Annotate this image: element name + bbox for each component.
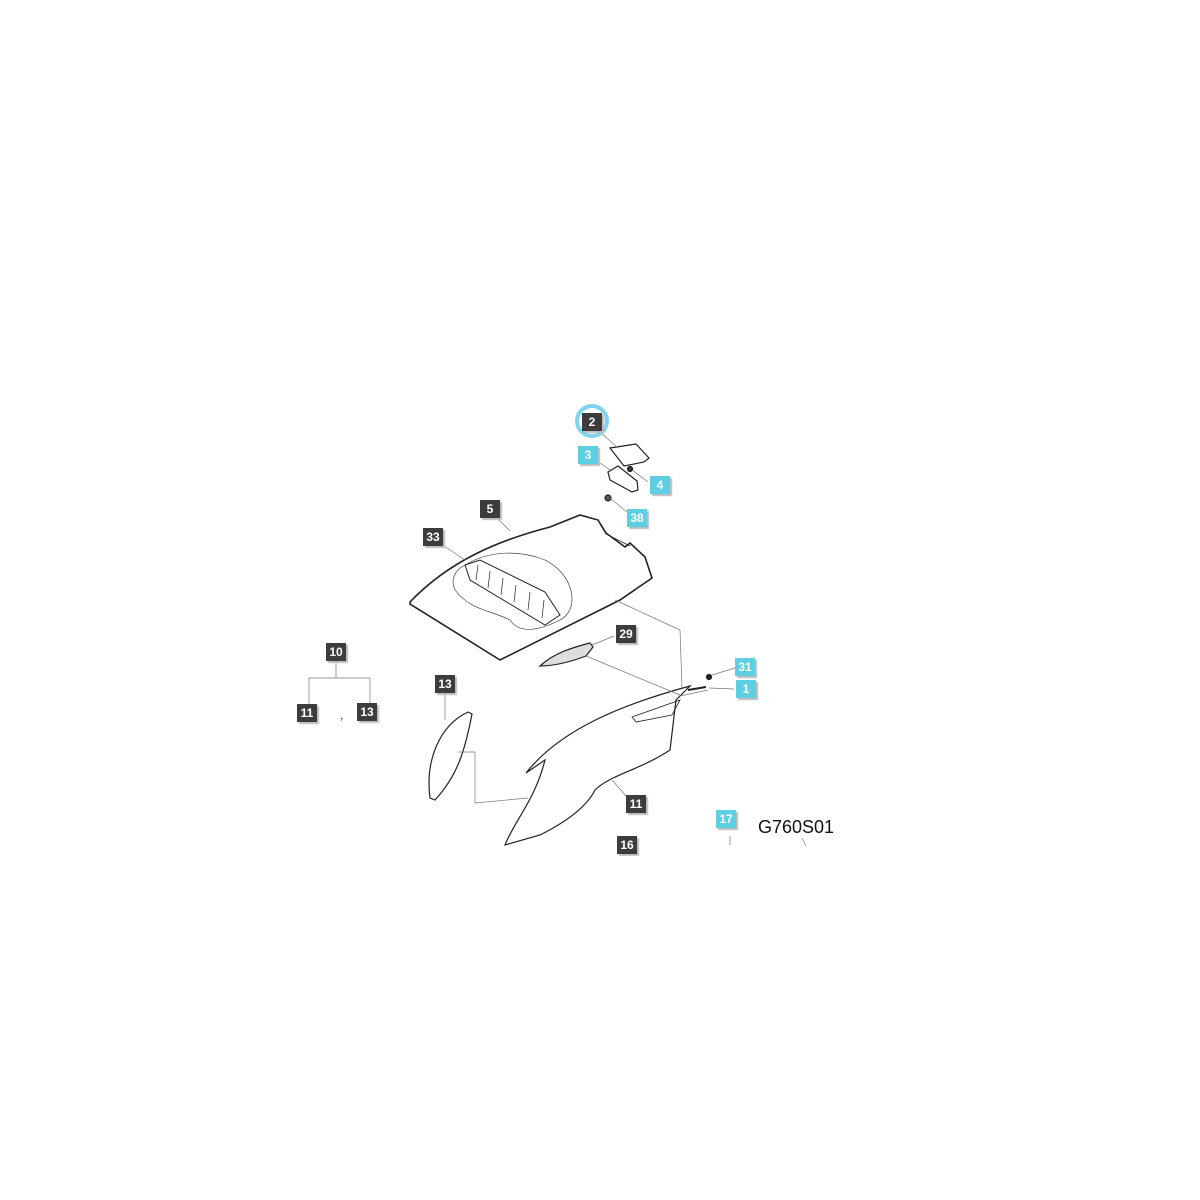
callout-29[interactable]: 29 (616, 625, 636, 643)
viewport-clip (0, 856, 1200, 1200)
part-13-panel (428, 711, 473, 801)
diagram-code: G760S01 (758, 817, 835, 837)
callout-3[interactable]: 3 (578, 446, 598, 464)
legend-child-13[interactable]: 13 (357, 703, 377, 721)
callout-13[interactable]: 13 (435, 675, 455, 693)
part-5-hood (409, 514, 653, 661)
callout-1[interactable]: 1 (736, 680, 756, 698)
callout-11[interactable]: 11 (626, 795, 646, 813)
legend-parent-10[interactable]: 10 (326, 643, 346, 661)
callout-5[interactable]: 5 (480, 500, 500, 518)
legend-separator: , (340, 708, 344, 722)
callout-38[interactable]: 38 (627, 509, 647, 527)
selection-ring (575, 404, 609, 438)
hood-recess-line (599, 523, 631, 547)
callout-2[interactable]: 2 (582, 413, 602, 431)
leader-lines (308, 431, 807, 847)
callout-33[interactable]: 33 (423, 528, 443, 546)
callout-31[interactable]: 31 (735, 658, 755, 676)
vent-slats (475, 564, 545, 619)
part-11-panel (503, 684, 693, 846)
part-33-insert (452, 552, 573, 630)
legend-child-11[interactable]: 11 (297, 704, 317, 722)
callout-4[interactable]: 4 (650, 476, 670, 494)
part-4-nut (626, 465, 634, 473)
callout-16[interactable]: 16 (617, 836, 637, 854)
part-29-grille (538, 642, 594, 667)
panel-window (631, 699, 681, 723)
part-33-vent (464, 559, 561, 626)
part-38-nut (604, 494, 612, 502)
callout-17[interactable]: 17 (716, 810, 736, 828)
part-31-screw (705, 673, 713, 681)
part-1-rod (687, 686, 707, 691)
part-3-hinge (607, 465, 639, 493)
part-2-cover (608, 443, 650, 467)
